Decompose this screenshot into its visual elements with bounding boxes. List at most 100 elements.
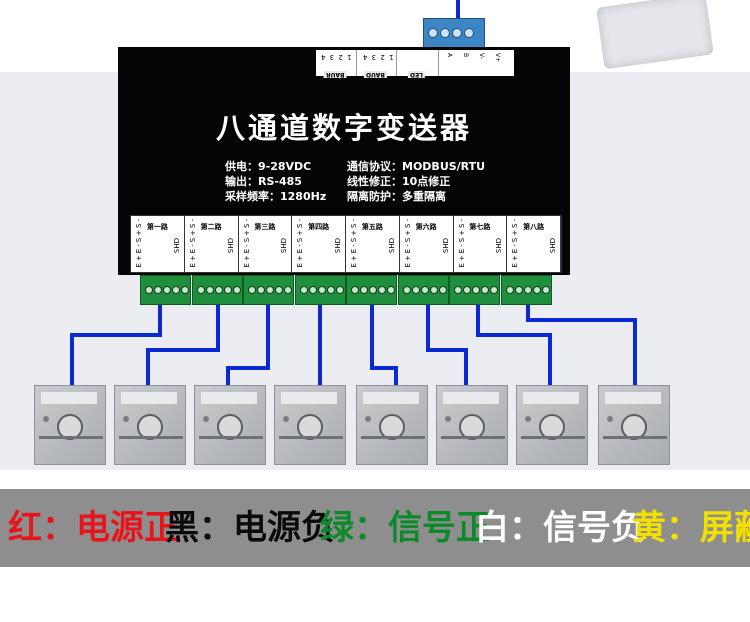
- wire-channel-6: [426, 305, 468, 386]
- spec-row: 通信协议：MODBUS/RTU: [347, 160, 486, 173]
- connector-screw: [440, 28, 450, 38]
- terminal-screw: [378, 286, 386, 294]
- terminal-screw: [438, 286, 447, 294]
- sensor-screw: [525, 416, 531, 422]
- channel-pin-labels: E+E-S+S-: [457, 217, 466, 268]
- channel-name: 第一路: [146, 223, 168, 231]
- sensor-screw: [203, 416, 209, 422]
- sensor-hole: [621, 414, 647, 440]
- sensor-screw: [607, 416, 613, 422]
- channel-name: 第六路: [415, 223, 437, 231]
- terminal-block-5: [346, 275, 397, 305]
- terminal-screw: [214, 286, 223, 294]
- channel-name: 第三路: [254, 223, 276, 231]
- terminal-screw: [351, 286, 359, 294]
- sensor-screw: [123, 416, 129, 422]
- terminal-screw: [299, 286, 308, 294]
- load-cell-sensor-6: [436, 385, 508, 465]
- sensor-slot: [39, 436, 103, 439]
- legend-black: 黑：电源负: [165, 508, 335, 548]
- channel-pin-labels: E+E-S+S-: [135, 217, 143, 268]
- terminal-screw: [454, 286, 462, 294]
- sensor-hole: [57, 414, 83, 440]
- channel-name: 第七路: [469, 223, 491, 231]
- terminal-screw: [181, 286, 189, 294]
- sensor-screw: [445, 416, 451, 422]
- channel-shield-label: SHD: [549, 238, 557, 254]
- spec-row: 采样频率：1280Hz: [225, 190, 327, 203]
- channel-shield-label: SHD: [172, 238, 181, 254]
- wire-channel-3: [226, 305, 270, 386]
- power-label-vplus: V+: [494, 53, 501, 63]
- channel-shield-label: SHD: [226, 238, 235, 254]
- terminal-screw: [326, 286, 335, 294]
- sensor-slot: [603, 436, 667, 439]
- sensor-lbl: [605, 392, 661, 404]
- channel-name: 第二路: [200, 223, 222, 231]
- dip-numbers: 1 2 3 4: [320, 53, 352, 61]
- dip-tag-led: LED: [408, 71, 425, 78]
- terminal-screw: [481, 286, 489, 294]
- connector-screw: [428, 28, 438, 38]
- terminal-screw: [205, 286, 214, 294]
- sensor-lbl: [41, 392, 97, 404]
- channel-name: 第五路: [361, 223, 383, 231]
- sensor-screw: [43, 416, 49, 422]
- sensor-slot: [361, 436, 425, 439]
- sensor-lbl: [363, 392, 419, 404]
- load-cell-sensor-7: [516, 385, 588, 465]
- channel-pin-labels: E+E-S+S-: [296, 217, 305, 268]
- terminal-screw: [196, 286, 205, 294]
- sensor-hole: [137, 414, 163, 440]
- legend-white: 白：信号负: [475, 508, 645, 548]
- channel-name: 第四路: [308, 223, 330, 231]
- terminal-screw: [266, 286, 274, 294]
- transmitter-module: 1 2 3 4 1 2 3 4 BAUR BAUD LED A B V- V+ …: [118, 47, 570, 275]
- power-comm-connector: [423, 18, 485, 48]
- load-cell-sensor-5: [356, 385, 428, 465]
- spec-row: 线性修正：10点修正: [347, 175, 451, 188]
- dip-switch-panel: 1 2 3 4 1 2 3 4 BAUR BAUD LED A B V- V+: [316, 50, 514, 78]
- terminal-screw: [541, 286, 550, 294]
- terminal-block-4: [294, 275, 346, 305]
- sensor-lbl: [201, 392, 257, 404]
- connector-screw: [452, 28, 462, 38]
- sensor-screw: [283, 416, 289, 422]
- channel-shield-label: SHD: [495, 238, 504, 254]
- terminal-screw: [429, 286, 438, 294]
- sensor-lbl: [121, 392, 177, 404]
- sensor-slot: [441, 436, 505, 439]
- load-cell-sensor-2: [114, 385, 186, 465]
- spec-list-right: 通信协议：MODBUS/RTU 线性修正：10点修正 隔离防护：多重隔离: [347, 159, 485, 204]
- channel-shield-label: SHD: [387, 238, 396, 254]
- channel-pin-labels: E+E-S+S-: [511, 217, 520, 268]
- spec-row: 隔离防护：多重隔离: [347, 190, 446, 203]
- channel-shield-label: SHD: [334, 238, 342, 254]
- wire-color-legend: 红：电源正 黑：电源负 绿：信号正 白：信号负 黄：屏蔽: [0, 489, 750, 567]
- terminal-screw: [154, 286, 162, 294]
- legend-yellow: 黄：屏蔽: [632, 508, 750, 548]
- channel-shield-label: SHD: [280, 238, 289, 254]
- terminal-screw: [420, 286, 429, 294]
- wire-channel-7: [476, 305, 552, 386]
- load-cell-sensor-8: [598, 385, 670, 465]
- terminal-screw: [411, 286, 420, 294]
- sensor-hole: [539, 414, 565, 440]
- terminal-screw: [360, 286, 368, 294]
- terminal-screw: [308, 286, 317, 294]
- spec-list-left: 供电：9-28VDC 输出：RS-485 采样频率：1280Hz: [225, 159, 326, 204]
- channel-name: 第八路: [523, 223, 545, 231]
- terminal-block-row: [140, 275, 552, 305]
- sensor-lbl: [281, 392, 337, 404]
- terminal-screw: [523, 286, 532, 294]
- terminal-screw: [532, 286, 541, 294]
- channel-pin-labels: E+E-S+S-: [188, 217, 197, 268]
